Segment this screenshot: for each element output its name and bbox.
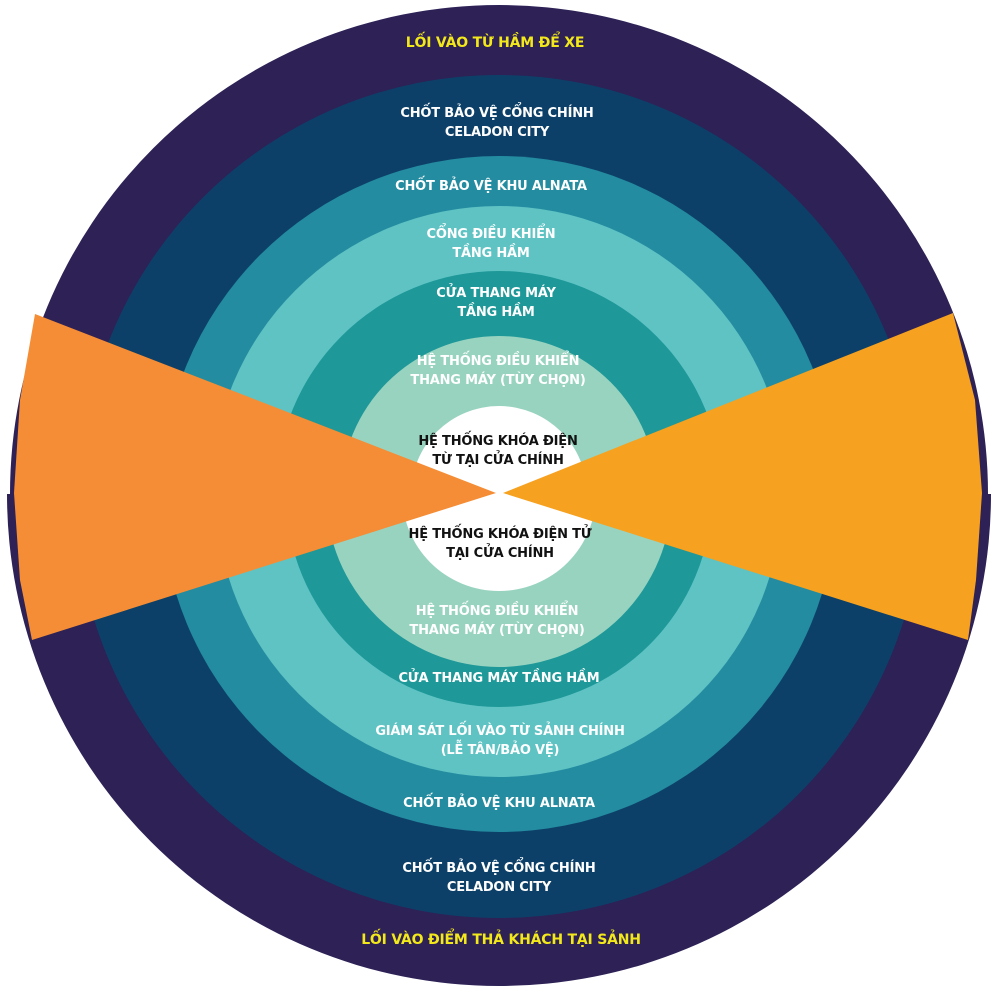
layer-label-line: TẦNG HẦM (452, 246, 530, 261)
top-entry-label: LỐI VÀO TỪ HẦM ĐỂ XE (405, 34, 585, 53)
layer-label-line: CHỐT BẢO VỆ KHU ALNATA (403, 796, 595, 811)
layer-label-line: THANG MÁY (TÙY CHỌN) (410, 373, 586, 388)
layer-label-line: CHỐT BẢO VỆ KHU ALNATA (395, 179, 587, 194)
top-entry-label-text: LỐI VÀO TỪ HẦM ĐỂ XE (405, 35, 585, 51)
top-layer-elevator-control: HỆ THỐNG ĐIỀU KHIỂN THANG MÁY (TÙY CHỌN) (410, 352, 585, 390)
layer-label-line: CELADON CITY (444, 125, 550, 140)
top-layer-alnata-guard: CHỐT BẢO VỆ KHU ALNATA (395, 177, 587, 196)
layer-label-line: (LỄ TÂN/BẢO VỆ) (440, 743, 560, 758)
top-core-lock (411, 406, 587, 494)
bottom-layer-elevator-door: CỬA THANG MÁY TẦNG HẦM (398, 669, 599, 688)
top-core-electronic-lock: HỆ THỐNG KHÓA ĐIỆN TỪ TẠI CỬA CHÍNH (418, 432, 577, 470)
top-layer-main-gate-guard: CHỐT BẢO VỆ CỔNG CHÍNH CELADON CITY (400, 104, 593, 142)
layer-label-line: CHỐT BẢO VỆ CỔNG CHÍNH (402, 861, 596, 876)
core-label-line: TẠI CỬA CHÍNH (446, 546, 554, 561)
layer-label-line: GIÁM SÁT LỐI VÀO TỪ SẢNH CHÍNH (375, 724, 625, 739)
bottom-half-rings (7, 494, 991, 986)
layer-label-line: CHỐT BẢO VỆ CỔNG CHÍNH (400, 106, 594, 121)
left-orange-wedge (14, 314, 496, 640)
top-layer-elevator-door: CỬA THANG MÁY TẦNG HẦM (436, 284, 556, 322)
bottom-layer-lobby-monitoring: GIÁM SÁT LỐI VÀO TỪ SẢNH CHÍNH (LỄ TÂN/B… (375, 722, 625, 760)
top-layer-basement-gate: CỔNG ĐIỀU KHIỂN TẦNG HẦM (427, 225, 556, 263)
layer-label-line: CỬA THANG MÁY (436, 286, 556, 301)
core-label-line: TỪ TẠI CỬA CHÍNH (432, 453, 564, 468)
right-orange-wedge (503, 313, 982, 640)
layer-label-line: CELADON CITY (446, 880, 552, 895)
top-half-rings (10, 5, 988, 494)
core-label-line: HỆ THỐNG KHÓA ĐIỆN (418, 434, 578, 449)
bottom-entry-label-text: LỐI VÀO ĐIỂM THẢ KHÁCH TẠI SẢNH (361, 932, 641, 948)
layer-label-line: TẦNG HẦM (457, 305, 535, 320)
layer-label-line: THANG MÁY (TÙY CHỌN) (409, 623, 585, 638)
layer-label-line: HỆ THỐNG ĐIỀU KHIỂN (415, 604, 579, 619)
layer-label-line: CỔNG ĐIỀU KHIỂN (426, 227, 556, 242)
bottom-core-electronic-lock: HỆ THỐNG KHÓA ĐIỆN TỬ TẠI CỬA CHÍNH (409, 525, 592, 563)
layer-label-line: HỆ THỐNG ĐIỀU KHIỂN (416, 354, 580, 369)
core-label-line: HỆ THỐNG KHÓA ĐIỆN TỬ (408, 527, 592, 542)
bottom-core-lock (402, 494, 596, 591)
bottom-layer-elevator-control: HỆ THỐNG ĐIỀU KHIỂN THANG MÁY (TÙY CHỌN) (409, 602, 584, 640)
bottom-entry-label: LỐI VÀO ĐIỂM THẢ KHÁCH TẠI SẢNH (361, 931, 641, 950)
bottom-layer-alnata-guard: CHỐT BẢO VỆ KHU ALNATA (403, 794, 595, 813)
bottom-layer-main-gate-guard: CHỐT BẢO VỆ CỔNG CHÍNH CELADON CITY (402, 859, 595, 897)
layer-label-line: CỬA THANG MÁY TẦNG HẦM (398, 671, 600, 686)
